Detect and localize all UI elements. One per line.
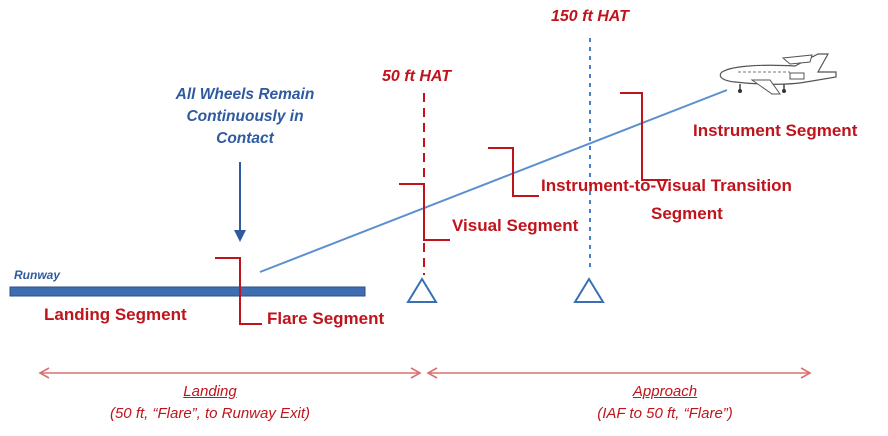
visual-segment-label: Visual Segment — [452, 216, 579, 235]
contact-arrow — [234, 162, 246, 242]
landing-phase-subtitle: (50 ft, “Flare”, to Runway Exit) — [109, 405, 311, 422]
landing-phase-arrow — [38, 367, 422, 379]
approach-phase: Approach (IAF to 50 ft, “Flare”) — [535, 383, 795, 422]
approach-phase-subtitle: (IAF to 50 ft, “Flare”) — [597, 405, 733, 422]
triangle-marker-icon — [406, 277, 438, 303]
business-jet-icon — [719, 53, 837, 95]
note-line-3: Contact — [216, 130, 274, 147]
landing-phase: Landing (50 ft, “Flare”, to Runway Exit) — [60, 383, 360, 422]
transition-segment-label-1: Instrument-to-Visual Transition — [541, 176, 792, 195]
landing-phase-title: Landing — [183, 383, 237, 400]
bracket-flare — [215, 257, 262, 325]
bracket-transition — [488, 147, 539, 197]
runway-label: Runway — [14, 268, 61, 282]
transition-segment-label-2: Segment — [651, 204, 723, 223]
bracket-visual — [399, 183, 450, 241]
approach-phase-title: Approach — [632, 383, 698, 400]
note-line-1: All Wheels Remain — [175, 86, 315, 103]
wheels-contact-note: All Wheels Remain Continuously in Contac… — [160, 84, 330, 150]
landing-segment-label: Landing Segment — [44, 305, 187, 324]
instrument-segment-label: Instrument Segment — [693, 121, 858, 140]
bracket-instrument — [620, 92, 668, 181]
note-line-2: Continuously in — [186, 108, 304, 125]
flare-segment-label: Flare Segment — [267, 309, 385, 328]
glide-path — [259, 89, 728, 273]
approach-phase-arrow — [426, 367, 812, 379]
triangle-marker-icon — [573, 277, 605, 303]
hat-50-label: 50 ft HAT — [382, 68, 452, 85]
runway-bar — [9, 286, 366, 297]
hat-150-label: 150 ft HAT — [551, 8, 629, 25]
